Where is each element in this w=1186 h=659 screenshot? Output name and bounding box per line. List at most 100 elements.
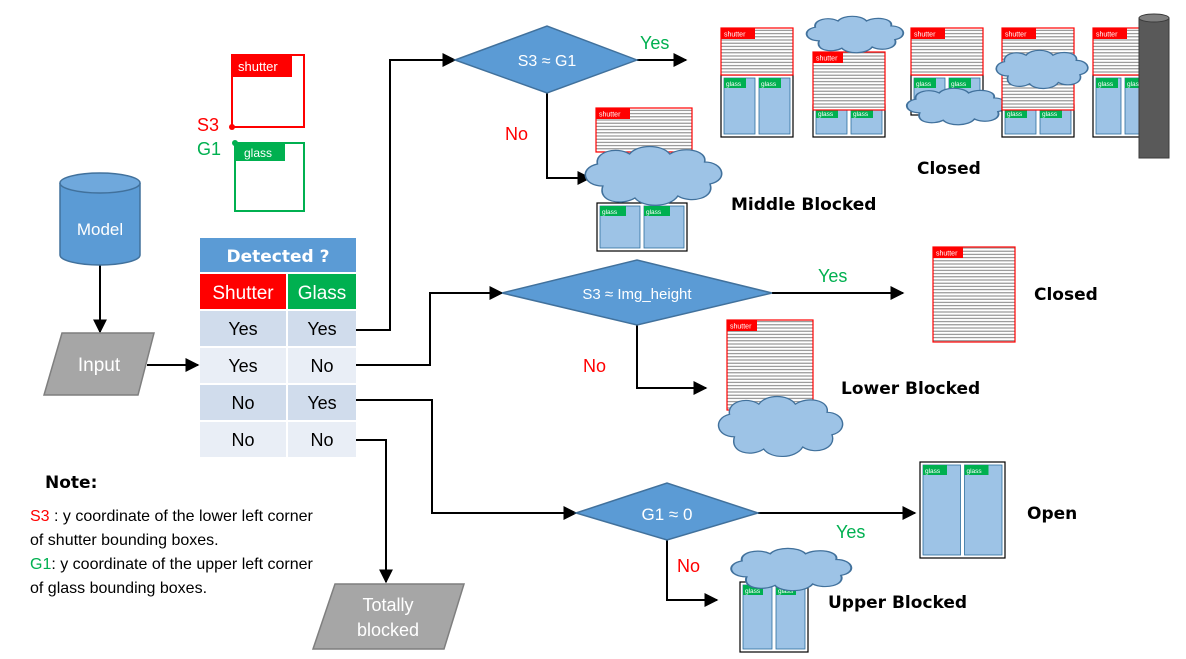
table-title: Detected ? [227,247,330,267]
table-cell-shutter: Yes [228,319,257,339]
outcome-labels: Closed Middle Blocked Closed Lower Block… [731,159,1098,613]
s3-point-icon [229,124,235,130]
edge-d3-no [666,540,719,607]
legend-shutter-box: shutter S3 [197,54,305,135]
g1-point-icon [232,140,238,146]
shutter-icon: shutter [932,246,1016,343]
note-g1-key: G1 [30,556,51,573]
glass-tag: glass [853,111,869,118]
d2-yes-label: Yes [818,266,847,286]
cloud-icon [717,395,844,458]
table-row: Yes Yes [200,311,356,346]
shutter-tag: shutter [816,56,838,63]
table-cell-shutter: No [231,393,254,413]
decision-d2: S3 ≈ Img_height [501,259,773,326]
cloud-icon [995,49,1089,90]
outcome-upper-blocked: Upper Blocked [828,593,967,613]
cloud-icon [905,87,1008,126]
edge-row1-d1 [355,53,457,331]
connectors [93,53,917,607]
cloud-icon [805,15,905,54]
glass-tag: glass [1127,81,1143,88]
cloud-icon [584,145,723,207]
shutter-icon: shutter [720,27,794,76]
d3-yes-label: Yes [836,522,865,542]
table-row: Yes No [200,348,356,383]
table-row: No No [200,422,356,457]
decision-d3-label: G1 ≈ 0 [642,505,693,524]
cloud-icon [730,547,853,592]
window-icon: glass glass [596,202,688,252]
note-g1-line2: of glass bounding boxes. [30,580,207,597]
model-label: Model [77,220,123,239]
outcome-closed-mid: Closed [1034,285,1098,305]
outcome-closed-top: Closed [917,159,981,179]
note: Note: S3 : y coordinate of the lower lef… [30,473,314,597]
decision-d1: S3 ≈ G1 [452,25,640,94]
glass-tag: glass [951,81,967,88]
glass-tag: glass [602,209,618,216]
glass-tag: glass [646,209,662,216]
glass-tag: glass [916,81,932,88]
input-label: Input [78,355,121,376]
decision-d1-label: S3 ≈ G1 [518,53,577,70]
glass-tag: glass [1042,111,1058,118]
outcome-open: Open [1027,504,1077,524]
d2-no-label: No [583,356,606,376]
table-cell-glass: No [310,356,333,376]
table-col-glass: Glass [298,283,347,304]
shutter-tag: shutter [730,324,752,331]
edge-row3-d3 [355,399,578,520]
glass-tag: glass [1007,111,1023,118]
pole-icon [1138,13,1170,159]
shutter-icon: shutter [910,27,984,76]
legend-glass-tag: glass [244,146,272,160]
edge-d1-no [546,93,592,185]
window-icon: glass glass [739,581,809,653]
d1-no-label: No [505,124,528,144]
outcome-lower-blocked: Lower Blocked [841,379,980,399]
table-cell-glass: No [310,430,333,450]
table-cell-glass: Yes [307,393,336,413]
glass-tag: glass [726,81,742,88]
glass-tag: glass [778,588,794,595]
shutter-icon: shutter [812,51,886,111]
window-icon: glass glass [919,461,1006,559]
edge-row2-d2 [355,286,504,366]
decision-d2-label: S3 ≈ Img_height [582,286,692,303]
glass-tag: glass [925,468,941,475]
glass-tag: glass [818,111,834,118]
totally-blocked-shape: Totally blocked [311,583,466,650]
shutter-icon: shutter [595,107,693,153]
model-database-icon: Model [59,172,141,266]
legend-s3-label: S3 [197,115,219,135]
table-cell-glass: Yes [307,319,336,339]
shutter-tag: shutter [1005,32,1027,39]
shutter-tag: shutter [936,251,958,258]
table-row: No Yes [200,385,356,420]
note-g1-line1: G1: y coordinate of the upper left corne… [30,556,314,573]
edge-row4-totally [355,439,393,584]
table-cell-shutter: No [231,430,254,450]
note-s3-line1: S3 : y coordinate of the lower left corn… [30,508,313,525]
outcome-middle-blocked: Middle Blocked [731,195,876,215]
edge-d2-no [636,325,708,395]
note-s3-line2: of shutter bounding boxes. [30,532,219,549]
glass-tag: glass [967,468,983,475]
d3-no-label: No [677,556,700,576]
d1-yes-label: Yes [640,33,669,53]
legend-glass-box: glass G1 [197,139,305,212]
shutter-tag: shutter [599,112,621,119]
note-s3-key: S3 [30,508,50,525]
shutter-tag: shutter [1096,32,1118,39]
glass-tag: glass [745,588,761,595]
table-col-shutter: Shutter [212,283,274,304]
glass-tag: glass [1098,81,1114,88]
input-shape: Input [43,332,155,396]
table-cell-shutter: Yes [228,356,257,376]
legend-g1-label: G1 [197,139,221,159]
